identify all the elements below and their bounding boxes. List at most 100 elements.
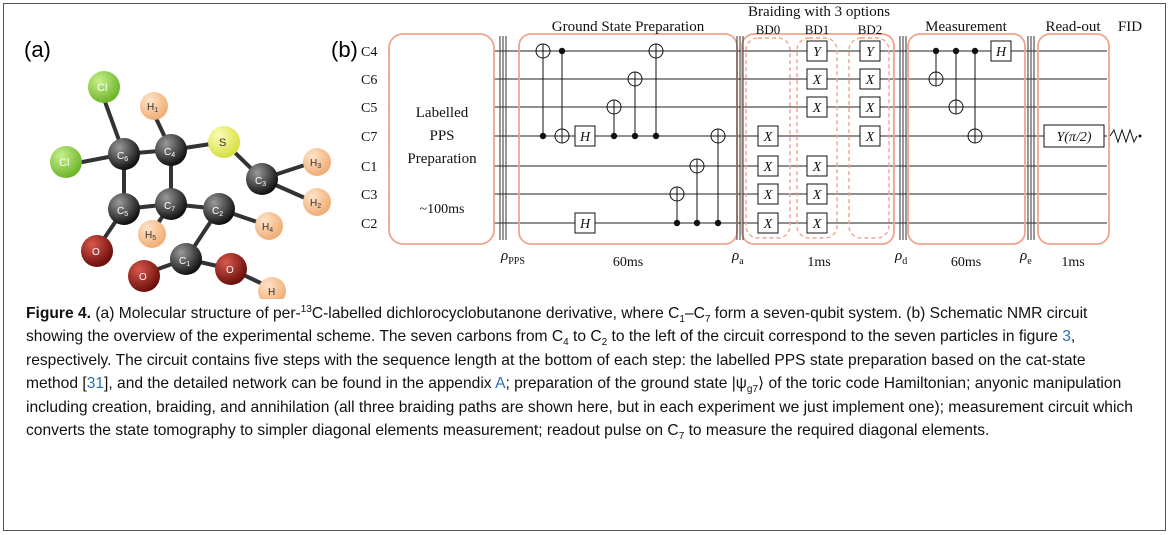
qubit-label-c1: C1 [361,160,377,175]
atom-cl-top [88,71,120,103]
svg-text:C3: C3 [255,176,266,188]
atom-c6 [108,138,140,170]
fid-title: FID [1118,19,1142,35]
svg-text:H2: H2 [310,198,321,210]
atom-h4 [255,212,283,240]
svg-text:O: O [226,265,234,276]
svg-text:C7: C7 [164,201,175,213]
atom-c4 [155,134,187,166]
caption-text: C-labelled dichlorocyclobutanone derivat… [311,305,680,322]
atom-h1 [140,92,168,120]
bd0-x-gate [757,125,779,147]
bd2-x-gate-label: X [865,73,875,88]
readout-pulse-box [1043,124,1105,148]
qubit-label-c3: C3 [361,188,377,203]
bd1-box [796,37,838,239]
rho-a-label: ρa [731,248,744,267]
svg-text:O: O [92,247,100,258]
readout-box [1037,33,1110,245]
bd1-x-gate [806,68,828,90]
qubit-label-c6: C6 [361,73,377,88]
caption-sup: 13 [300,303,312,315]
bd1-x-gate-label: X [812,217,822,232]
molecule-atoms [50,71,331,299]
bd0-x-gate [757,155,779,177]
control-dot [952,47,960,55]
reference-31-link[interactable]: 31 [86,375,105,393]
bd2-x-gate-label: X [865,101,875,116]
measurement-time: 60ms [951,255,981,270]
qubit-label-c5: C5 [361,101,377,116]
atom-h [258,277,286,299]
control-dot [631,132,639,140]
braiding-time: 1ms [807,255,830,270]
bd2-y-gate [859,40,881,62]
caption-text: to C [568,328,602,346]
bd1-x-gate-label: X [812,73,822,88]
qubit-label-c2: C2 [361,217,377,232]
atom-c5 [108,193,140,225]
svg-text:S: S [219,137,226,149]
svg-text:H: H [268,287,275,298]
caption-text: ], and the detailed network can be found… [104,375,496,393]
hadamard-c7 [574,125,596,147]
caption-sub: 2 [601,337,608,349]
fid-signal [1109,128,1138,144]
atom-c2 [203,193,235,225]
control-dot [693,219,701,227]
atom-o-ketone [81,235,113,267]
rho-pps-label: ρPPS [500,248,525,267]
qubit-label-c7: C7 [361,130,377,145]
measurement-box [907,33,1026,245]
svg-text:O: O [139,272,147,283]
fid-signal-end [1138,134,1142,138]
caption-text: –C [684,305,705,322]
ground-state-title: Ground State Preparation [552,19,705,35]
caption-text: ⟩ of the toric code Hamiltonian; anyonic… [26,375,1133,440]
panel-a-label: (a) [24,37,51,62]
bd0-x-gate-label: X [763,130,773,145]
molecule-labels: Cl Cl C6 C4 C5 C7 C3 C2 C1 S H1 H3 H2 H5… [59,82,321,298]
figure-3-link[interactable]: 3 [1062,328,1071,346]
svg-text:C2: C2 [212,206,223,218]
bd2-x-gate [859,68,881,90]
caption-sub: 7 [678,431,685,443]
bd0-title: BD0 [756,22,781,37]
hadamard-c2 [574,212,596,234]
caption-figure-number: Figure 4. [26,305,91,322]
control-dot [932,47,940,55]
atom-s [208,126,240,158]
atom-c7 [155,188,187,220]
svg-text:H5: H5 [145,230,156,242]
svg-text:Cl: Cl [59,157,69,169]
appendix-a-link[interactable]: A [495,375,506,393]
braiding-title: Braiding with 3 options [748,4,890,20]
bd2-x-gate-label: X [865,130,875,145]
atom-cl-left [50,146,82,178]
svg-text:H3: H3 [310,158,321,170]
svg-text:H4: H4 [262,222,273,234]
atom-h5 [138,220,166,248]
caption-text: form a seven-qubit system. (b) Schematic… [26,305,1088,346]
svg-text:C4: C4 [164,147,175,159]
bd2-box [848,37,890,239]
bd1-x-gate [806,212,828,234]
hadamard-c2-label: H [579,217,591,232]
bd0-x-gate-label: X [763,160,773,175]
ground-state-time: 60ms [613,255,643,270]
svg-text:C5: C5 [117,206,128,218]
caption-sub: g7 [746,384,759,396]
caption-text: to the left of the circuit correspond to… [607,328,1063,346]
pps-box-text: Preparation [407,151,477,167]
bd1-x-gate-label: X [812,160,822,175]
bd1-x-gate [806,96,828,118]
atom-c3 [246,163,278,195]
qubit-label-c4: C4 [361,45,377,60]
measurement-hadamard-label: H [995,45,1007,60]
control-dot [539,132,547,140]
bd2-x-gate [859,96,881,118]
bd1-x-gate-label: X [812,101,822,116]
bd0-x-gate-label: X [763,217,773,232]
nmr-circuit: C4C6C5C7C1C3C2LabelledPPSPreparation~100… [361,4,1142,270]
readout-time: 1ms [1061,255,1084,270]
